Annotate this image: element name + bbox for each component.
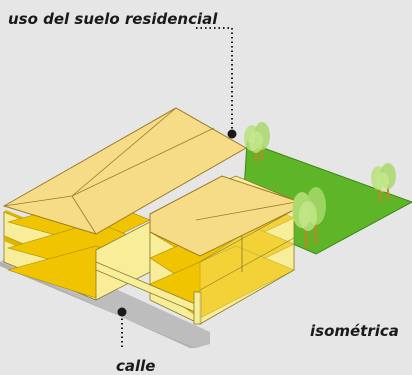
tree-icon (292, 187, 326, 248)
dot-marker-icon (117, 307, 127, 317)
street-callout (117, 307, 127, 348)
residential-callout (196, 27, 237, 139)
roof (2, 107, 297, 257)
dot-marker-icon (227, 129, 237, 139)
street-label: calle (116, 357, 155, 375)
tree-icon (244, 122, 270, 162)
residential-land-use-label: uso del suelo residencial (8, 10, 218, 28)
isometric-view-label: isométrica (310, 322, 399, 340)
tree-icon (371, 163, 396, 202)
